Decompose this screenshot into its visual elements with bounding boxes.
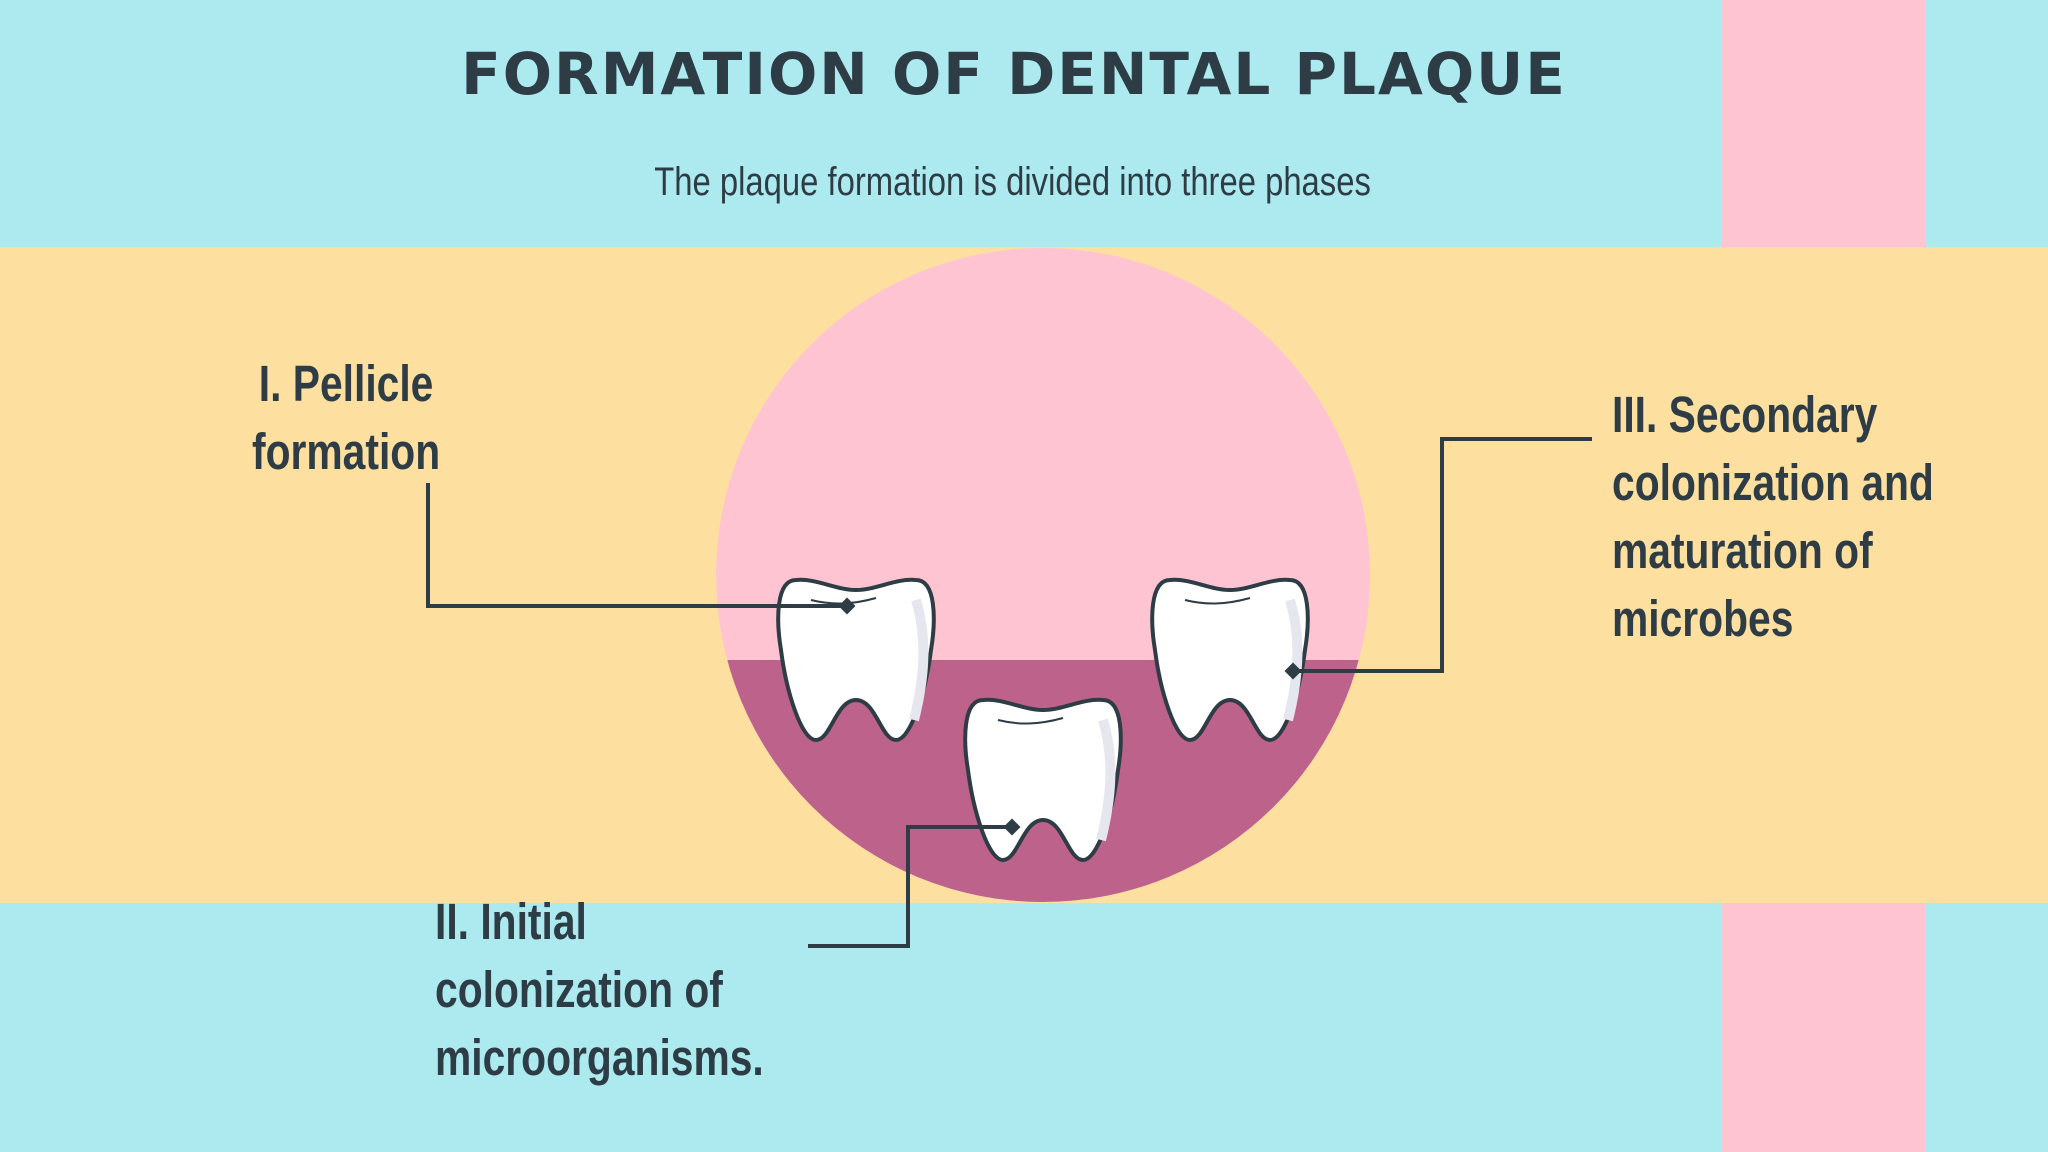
- pink-stripe-top: [1722, 0, 1925, 247]
- top-background: [0, 0, 2048, 247]
- phase-2-line-2: colonization of: [435, 961, 723, 1018]
- callout-dot-3: [1284, 662, 1302, 680]
- page-subtitle: The plaque formation is divided into thr…: [654, 160, 1371, 204]
- phase-1-label: I. Pellicle formation: [252, 350, 440, 486]
- callout-dot-2: [1003, 818, 1021, 836]
- phase-3-line-3: maturation of: [1612, 522, 1873, 579]
- phase-3-line-2: colonization and: [1612, 454, 1934, 511]
- phase-3-line-4: microbes: [1612, 590, 1794, 647]
- callout-line-3: [1293, 437, 1592, 673]
- tooth-2-icon: [963, 697, 1123, 863]
- pink-stripe-bottom: [1722, 903, 1925, 1152]
- phase-2-line-1: II. Initial: [435, 893, 587, 950]
- phase-3-line-1: III. Secondary: [1612, 386, 1878, 443]
- phase-3-label: III. Secondary colonization and maturati…: [1612, 381, 1934, 653]
- phase-2-label: II. Initial colonization of microorganis…: [435, 888, 764, 1092]
- callout-line-2: [808, 825, 1012, 948]
- tooth-3-icon: [1150, 577, 1310, 743]
- bottom-background: [0, 903, 2048, 1152]
- callout-line-1: [426, 483, 847, 608]
- phase-1-line-1: I. Pellicle: [258, 355, 434, 412]
- page-title: FORMATION OF DENTAL PLAQUE: [461, 40, 1567, 108]
- callout-dot-1: [838, 597, 856, 615]
- phase-1-line-2: formation: [252, 423, 441, 480]
- phase-2-line-3: microorganisms.: [435, 1029, 764, 1086]
